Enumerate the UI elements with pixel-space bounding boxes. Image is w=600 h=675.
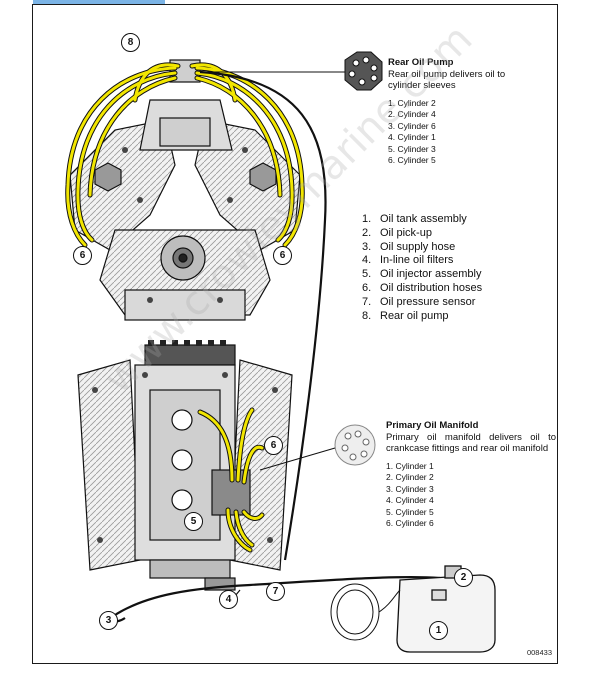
callout-6: 6 <box>273 246 292 265</box>
callout-5: 5 <box>184 512 203 531</box>
callout-1: 1 <box>429 621 448 640</box>
legend-item: 7.Oil pressure sensor <box>362 295 476 308</box>
front-distribution-hoses <box>197 407 265 553</box>
legend-item: 2.Oil pick-up <box>362 226 432 239</box>
rear-pump-feed-line <box>199 70 327 561</box>
legend-item: 6.Oil distribution hoses <box>362 281 483 294</box>
list-item: 1. Cylinder 1 <box>386 460 434 471</box>
list-item: 6. Cylinder 5 <box>388 155 436 165</box>
callout-6: 6 <box>264 436 283 455</box>
engine-front-view <box>77 340 293 591</box>
callout-6: 6 <box>73 246 92 265</box>
manifold-fitting-icon <box>259 424 376 471</box>
list-item: 3. Cylinder 3 <box>386 483 434 494</box>
header-tab-accent <box>33 0 165 4</box>
top-distribution-hoses <box>65 62 305 248</box>
figure-id: 008433 <box>526 648 552 657</box>
legend-item: 1.Oil tank assembly <box>362 213 467 225</box>
manifold-title: Primary Oil Manifold <box>386 420 479 431</box>
legend-item: 4.In-line oil filters <box>362 254 454 267</box>
rear-pump-description: Rear Oil Pump Rear oil pump delivers oil… <box>388 57 538 167</box>
rear-pump-text: Rear oil pump delivers oil to cylinder s… <box>388 68 506 92</box>
callout-4: 4 <box>219 590 238 609</box>
list-item: 6. Cylinder 6 <box>386 518 434 528</box>
list-item: 2. Cylinder 4 <box>388 109 436 119</box>
callout-3: 3 <box>99 611 118 630</box>
list-item: 4. Cylinder 1 <box>388 132 436 142</box>
rear-pump-cylinder-list: 1. Cylinder 2 2. Cylinder 4 3. Cylinder … <box>388 98 538 167</box>
parts-legend: 1.Oil tank assembly 2.Oil pick-up 3.Oil … <box>362 213 482 323</box>
legend-item: 3.Oil supply hose <box>362 240 456 253</box>
manifold-cylinder-list: 1. Cylinder 1 2. Cylinder 2 3. Cylinder … <box>386 461 556 530</box>
list-item: 2. Cylinder 2 <box>386 472 434 482</box>
legend-item: 8.Rear oil pump <box>362 309 449 322</box>
callout-7: 7 <box>266 582 285 601</box>
list-item: 1. Cylinder 2 <box>388 97 436 108</box>
rear-pump-fitting-icon <box>200 51 383 91</box>
rear-pump-title: Rear Oil Pump <box>388 57 454 68</box>
manifold-description: Primary Oil Manifold Primary oil manifol… <box>386 420 556 530</box>
list-item: 3. Cylinder 6 <box>388 120 436 131</box>
figure-frame <box>32 4 558 664</box>
list-item: 5. Cylinder 5 <box>386 506 434 517</box>
legend-item: 5.Oil injector assembly <box>362 268 482 281</box>
callout-8: 8 <box>121 33 140 52</box>
manifold-text: Primary oil manifold delivers oil to cra… <box>386 431 556 455</box>
list-item: 4. Cylinder 4 <box>386 495 434 505</box>
list-item: 5. Cylinder 3 <box>388 143 436 154</box>
callout-2: 2 <box>454 568 473 587</box>
